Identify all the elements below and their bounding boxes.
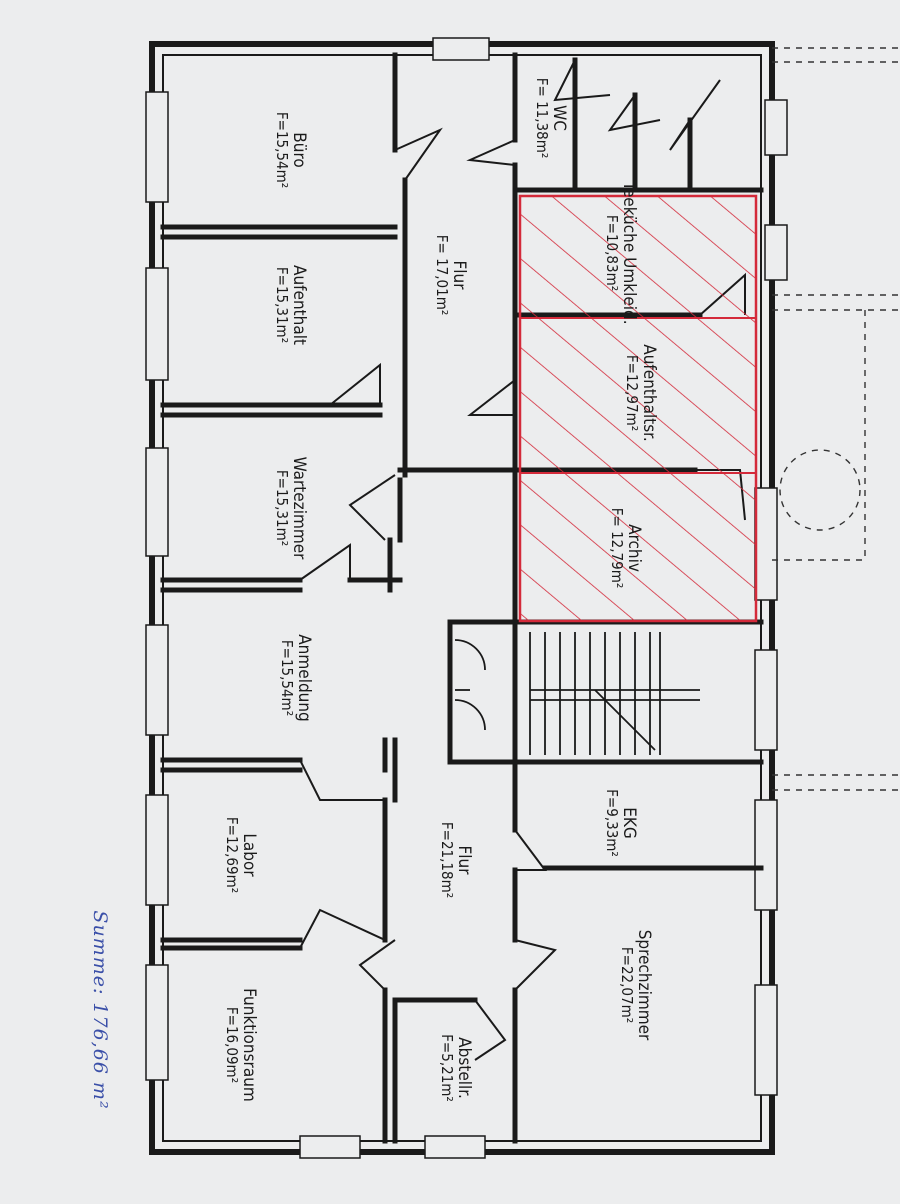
room-name: Funktionsraum xyxy=(238,988,259,1102)
room-name: Aufenthalt xyxy=(288,265,309,345)
room-label-flur-unten: Flur F=21,18m² xyxy=(437,821,474,899)
room-area: F= 17,01m² xyxy=(432,234,451,316)
room-name: EKG xyxy=(618,807,639,839)
highlighted-area xyxy=(518,194,758,623)
room-name: Teeküche Umkleid. xyxy=(618,181,639,325)
room-area: F=5,21m² xyxy=(437,1034,456,1102)
room-area: F=12,97m² xyxy=(622,354,641,432)
room-area: F=12,69m² xyxy=(222,816,241,894)
room-area: F=15,54m² xyxy=(272,111,291,189)
room-label-buero: Büro F=15,54m² xyxy=(272,111,309,189)
room-area: F= 12,79m² xyxy=(607,507,626,589)
room-label-ekg: EKG F=9,33m² xyxy=(602,789,639,857)
room-area: F= 11,38m² xyxy=(532,77,551,159)
room-name: Büro xyxy=(288,132,309,168)
room-area: F=22,07m² xyxy=(617,946,636,1024)
room-label-wc: WC F= 11,38m² xyxy=(532,77,569,159)
room-name: Labor xyxy=(238,833,259,877)
windows xyxy=(145,37,788,1159)
room-label-abstellr: Abstellr. F=5,21m² xyxy=(437,1034,474,1102)
room-name: Sprechzimmer xyxy=(633,929,654,1041)
room-area: F=10,83m² xyxy=(602,214,621,292)
staircase xyxy=(454,632,700,755)
room-label-labor: Labor F=12,69m² xyxy=(222,816,259,894)
room-label-funktionsraum: Funktionsraum F=16,09m² xyxy=(222,988,259,1102)
room-name: Flur xyxy=(448,260,469,290)
room-label-aufenthaltsr: Aufenthaltsr. F=12,97m² xyxy=(622,344,659,442)
room-label-wartezimmer: Wartezimmer F=15,31m² xyxy=(272,456,309,560)
handwritten-total: Summe: 176,66 m² xyxy=(89,910,111,1110)
room-name: Anmeldung xyxy=(293,634,314,722)
room-name: Archiv xyxy=(623,524,644,572)
room-area: F=21,18m² xyxy=(437,821,456,899)
room-area: F=15,31m² xyxy=(272,266,291,344)
room-label-teekueche: Teeküche Umkleid. F=10,83m² xyxy=(602,181,639,325)
room-area: F=15,54m² xyxy=(277,639,296,717)
room-name: Aufenthaltsr. xyxy=(638,344,659,442)
room-name: Abstellr. xyxy=(453,1037,474,1099)
room-area: F=16,09m² xyxy=(222,1006,241,1084)
room-label-archiv: Archiv F= 12,79m² xyxy=(607,507,644,589)
room-area: F=9,33m² xyxy=(602,789,621,857)
exterior-dashed-lines xyxy=(772,47,900,791)
room-label-anmeldung: Anmeldung F=15,54m² xyxy=(277,634,314,722)
room-name: WC xyxy=(548,105,569,131)
room-name: Wartezimmer xyxy=(288,456,309,560)
room-label-aufenthalt: Aufenthalt F=15,31m² xyxy=(272,265,309,345)
room-area: F=15,31m² xyxy=(272,469,291,547)
room-label-flur-oben: Flur F= 17,01m² xyxy=(432,234,469,316)
room-label-sprechzimmer: Sprechzimmer F=22,07m² xyxy=(617,929,654,1041)
room-name: Flur xyxy=(453,845,474,875)
